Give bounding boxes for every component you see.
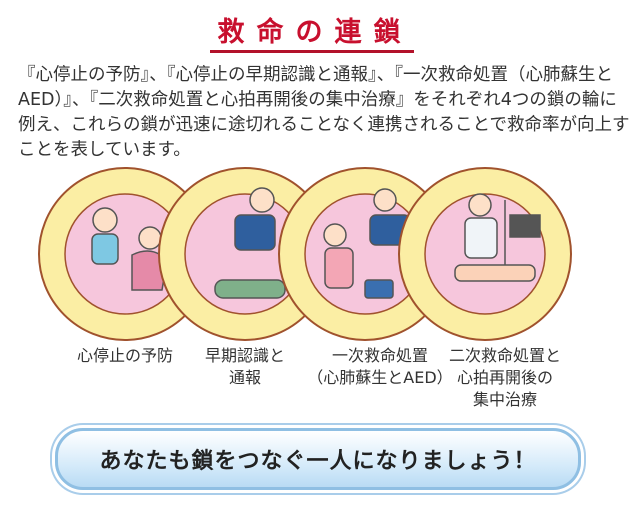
label-line: 心拍再開後の: [456, 368, 553, 387]
chain-label-prevention: 心停止の予防: [60, 345, 190, 367]
chain-link-3: [278, 167, 452, 341]
label-line: 心停止の予防: [76, 346, 173, 365]
description-line: 『心停止の予防』、『心停止の早期認識と通報』、『一次救命処置（心肺蘇生と: [18, 65, 613, 85]
chain-label-recognition: 早期認識と 通報: [180, 345, 310, 389]
chain-link-1: [38, 167, 212, 341]
call-to-action-banner: あなたも鎖をつなぐ一人になりましょう！: [55, 428, 581, 490]
chain-of-survival-diagram: [38, 167, 572, 341]
chain-label-als: 二次救命処置と 心拍再開後の 集中治療: [440, 345, 570, 411]
description-line: ことを表しています。: [18, 140, 191, 160]
label-line: （心肺蘇生とAED）: [307, 368, 453, 387]
label-line: 通報: [228, 368, 261, 387]
chain-link-4: [398, 167, 572, 341]
page-title: 救命の連鎖: [217, 17, 413, 48]
recognition-call-illustration: [214, 187, 306, 299]
label-line: 早期認識と: [204, 346, 285, 365]
label-line: 一次救命処置: [331, 346, 428, 365]
cpr-aed-illustration: [323, 188, 411, 299]
prevention-illustration: [91, 207, 168, 291]
description-line: AED）』、『二次救命処置と心拍再開後の集中治療』をそれぞれ4つの鎖の輪に: [18, 90, 617, 110]
description: 『心停止の予防』、『心停止の早期認識と通報』、『一次救命処置（心肺蘇生と AED…: [18, 63, 630, 163]
hospital-care-illustration: [454, 193, 541, 282]
label-line: 二次救命処置と: [448, 346, 561, 365]
title-underline: [210, 50, 414, 53]
chain-label-bls: 一次救命処置 （心肺蘇生とAED）: [305, 345, 455, 389]
description-line: 例え、これらの鎖が迅速に途切れることなく連携されることで救命率が向上する: [18, 115, 630, 135]
label-line: 集中治療: [472, 390, 537, 409]
chain-link-2: [158, 167, 332, 341]
